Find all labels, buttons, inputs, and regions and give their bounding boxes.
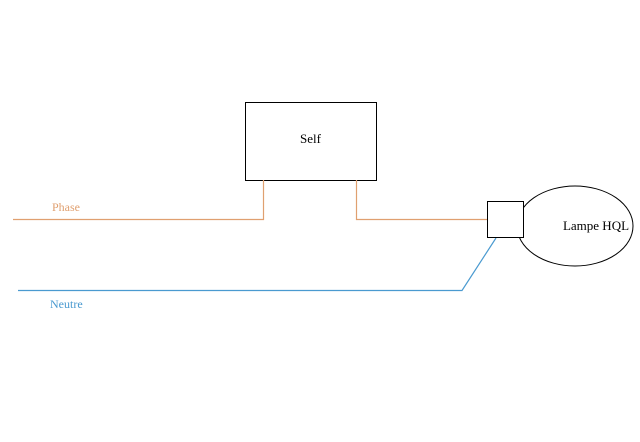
phase-label: Phase	[52, 200, 80, 214]
phase-wire-input	[13, 180, 265, 221]
lamp-label: Lampe HQL	[562, 218, 630, 233]
neutral-wire	[18, 237, 497, 292]
phase-wire-output	[355, 180, 487, 221]
neutral-label: Neutre	[50, 297, 83, 311]
ballast-label: Self	[300, 131, 321, 146]
ballast-box	[245, 102, 377, 181]
lamp-socket	[487, 201, 524, 238]
